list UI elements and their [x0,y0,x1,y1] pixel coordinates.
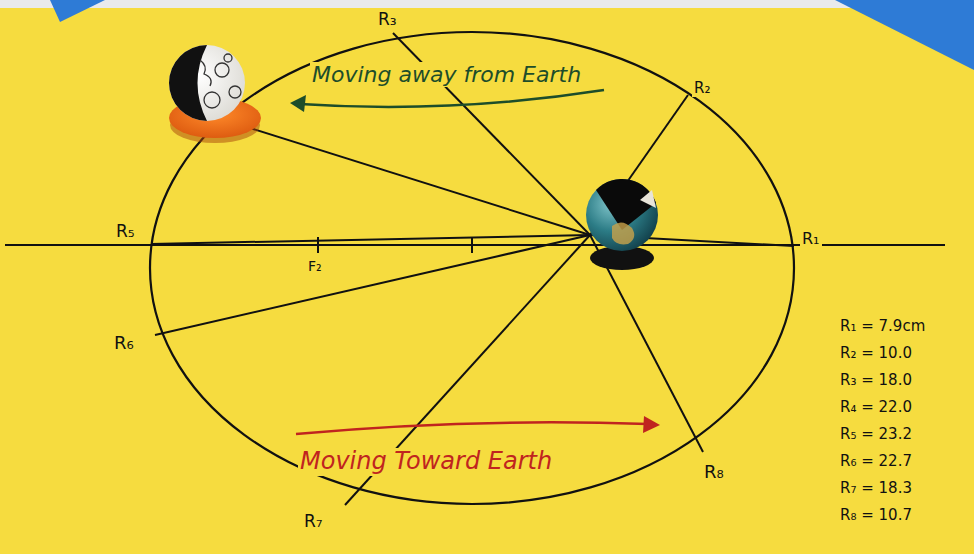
orbit-ellipse [150,32,794,504]
measurement-row: R₁ = 7.9cm [838,318,927,335]
measurement-row: R₄ = 22.0 [838,399,914,416]
moon-ball [169,45,245,121]
blue-tape [50,0,105,22]
measurement-row: R₆ = 22.7 [838,453,914,470]
measurement-row: R₂ = 10.0 [838,345,914,362]
point-label: R₃ [376,10,399,30]
measurement-row: R₃ = 18.0 [838,372,914,389]
motion-note: Moving away from Earth [310,62,583,87]
measurement-row: R₅ = 23.2 [838,426,914,443]
point-label: R₂ [692,80,712,97]
focus-label: F₂ [306,258,324,274]
point-label: R₇ [302,512,325,532]
point-label: R₈ [702,462,726,483]
yellow-paper [0,8,974,554]
earth-ball [586,179,658,251]
measurement-row: R₈ = 10.7 [838,507,914,524]
blue-tape [835,0,974,70]
motion-note: Moving Toward Earth [298,448,554,476]
measurement-row: R₇ = 18.3 [838,480,914,497]
radius-lines [151,33,794,505]
point-label: R₆ [112,333,136,354]
point-label: R₅ [114,222,137,242]
point-label: R₁ [800,230,822,248]
